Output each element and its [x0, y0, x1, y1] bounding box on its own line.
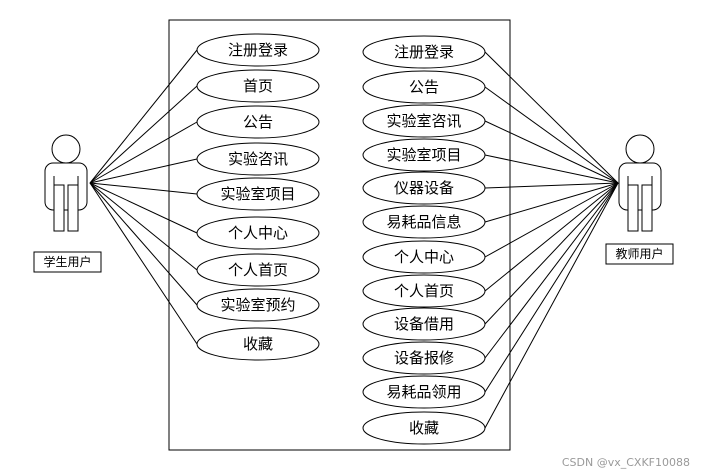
association-line [484, 182, 619, 258]
student-actor [44, 134, 88, 232]
use-case-label: 注册登录 [394, 43, 454, 61]
teacher-associations [484, 51, 619, 429]
association-line [484, 182, 619, 223]
association-line [89, 182, 198, 345]
association-line [484, 182, 619, 189]
use-case-ellipse [362, 70, 486, 104]
use-case-label: 易耗品领用 [386, 383, 461, 401]
use-case-label: 实验室项目 [220, 185, 295, 203]
use-case-ellipse [196, 253, 320, 287]
association-line [484, 182, 619, 393]
use-case-label: 设备借用 [394, 315, 454, 333]
use-case-ellipse [362, 307, 486, 341]
association-line [89, 158, 198, 184]
association-line [89, 85, 198, 184]
use-case-ellipse [196, 177, 320, 211]
association-line [484, 182, 619, 325]
system-boundary [168, 19, 511, 451]
use-case-label: 个人首页 [394, 282, 454, 300]
use-case-ellipse [362, 411, 486, 445]
use-case-ellipse [362, 274, 486, 308]
use-case-label: 公告 [243, 113, 273, 131]
use-case-ellipse [196, 216, 320, 250]
use-case-label: 个人首页 [228, 261, 288, 279]
use-case-ellipse [196, 105, 320, 139]
use-case-label: 实验咨讯 [228, 150, 288, 168]
use-case-ellipse [362, 104, 486, 138]
use-case-ellipse [362, 138, 486, 172]
teacher-use-cases: 注册登录公告实验室咨讯实验室项目仪器设备易耗品信息个人中心个人首页设备借用设备报… [362, 35, 486, 445]
association-line [89, 182, 198, 306]
use-case-ellipse [362, 35, 486, 69]
use-case-label: 收藏 [409, 419, 439, 437]
use-case-label: 公告 [409, 78, 439, 96]
student-actor-label: 学生用户 [43, 254, 91, 269]
use-case-label: 首页 [243, 77, 273, 95]
association-line [484, 182, 619, 429]
association-line [484, 86, 619, 184]
association-line [484, 120, 619, 184]
association-line [89, 121, 198, 184]
student-associations [89, 49, 198, 345]
use-case-label: 个人中心 [228, 224, 288, 242]
use-case-ellipse [362, 171, 486, 205]
use-case-label: 实验室项目 [386, 146, 461, 164]
use-case-label: 设备报修 [394, 349, 454, 367]
association-line [484, 154, 619, 184]
use-case-label: 注册登录 [228, 41, 288, 59]
use-case-ellipse [196, 69, 320, 103]
teacher-actor-label-box [605, 243, 674, 265]
association-line [484, 182, 619, 359]
watermark: CSDN @vx_CXKF10088 [562, 456, 690, 469]
use-case-label: 实验室咨讯 [386, 112, 461, 130]
association-line [484, 51, 619, 184]
use-case-label: 收藏 [243, 335, 273, 353]
use-case-label: 个人中心 [394, 248, 454, 266]
use-case-label: 仪器设备 [394, 179, 454, 197]
use-case-ellipse [196, 33, 320, 67]
use-case-ellipse [362, 375, 486, 409]
use-case-label: 实验室预约 [220, 296, 295, 314]
use-case-ellipse [196, 288, 320, 322]
association-line [89, 182, 198, 234]
student-actor-label-box [33, 251, 102, 273]
use-case-ellipse [196, 142, 320, 176]
use-case-ellipse [362, 240, 486, 274]
use-case-label: 易耗品信息 [386, 213, 461, 231]
association-line [89, 182, 198, 195]
teacher-actor [618, 134, 662, 232]
use-case-ellipse [362, 341, 486, 375]
association-line [484, 182, 619, 292]
teacher-actor-label: 教师用户 [615, 246, 663, 261]
association-line [89, 49, 198, 184]
use-case-ellipse [362, 205, 486, 239]
association-line [89, 182, 198, 271]
use-case-ellipse [196, 327, 320, 361]
